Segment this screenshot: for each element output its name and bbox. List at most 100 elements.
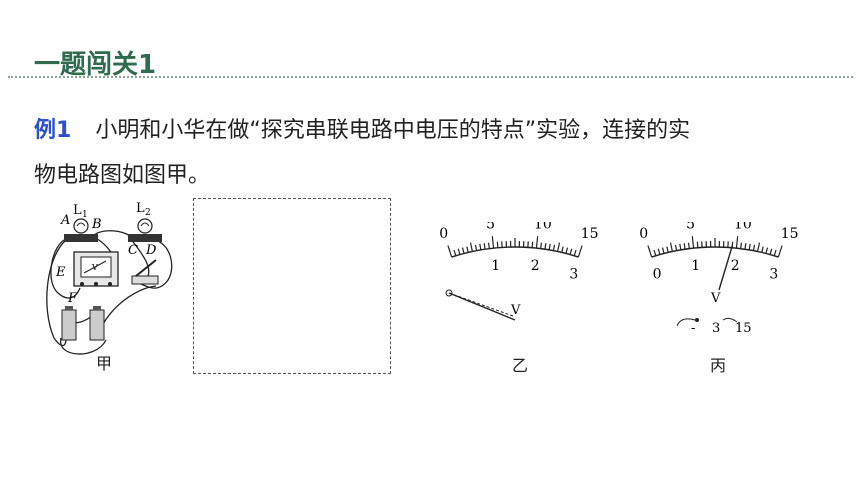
dial-tick xyxy=(457,248,461,255)
label-L1-sub: 1 xyxy=(82,210,88,220)
section-title: 一题闯关1 xyxy=(34,50,157,80)
dial-small-label: 2 xyxy=(531,258,540,274)
dial-tick xyxy=(479,243,482,250)
dial-big-label: 15 xyxy=(581,226,599,242)
dial-tick xyxy=(535,236,539,249)
dial-tick xyxy=(569,248,573,255)
dial-tick xyxy=(757,242,761,252)
dial-big-label: 0 xyxy=(439,226,448,242)
voltmeter-dial-bing: 0 5 10 15 0 1 2 3 V - 3 15 xyxy=(639,222,798,336)
bulb-L1 xyxy=(64,218,98,242)
dial-tick xyxy=(666,246,669,253)
dial-ticks xyxy=(447,236,583,258)
dial-tick xyxy=(769,248,773,255)
dial-tick xyxy=(773,249,777,256)
dial-tick xyxy=(453,249,457,256)
dial-tick xyxy=(657,248,661,255)
needle-pivot xyxy=(445,289,453,297)
dial-small-label: 1 xyxy=(691,258,700,274)
needle-line xyxy=(448,292,516,321)
dial-tick xyxy=(565,247,569,254)
dial-tick xyxy=(752,244,756,251)
dial-needle xyxy=(718,245,733,291)
dial-labels: 0 5 10 15 0 1 2 3 xyxy=(639,222,798,282)
dial-tick xyxy=(447,245,453,258)
dial-tick xyxy=(661,247,665,254)
label-F: F xyxy=(67,291,78,306)
dial-tick xyxy=(483,243,486,250)
label-L1: L xyxy=(73,203,82,218)
battery-pack xyxy=(61,306,105,341)
dial-big-label: 5 xyxy=(686,222,695,232)
dial-big-label: 10 xyxy=(534,222,552,232)
dial-unit: V xyxy=(710,291,721,306)
dial-tick xyxy=(679,243,682,250)
dial-big-label: 15 xyxy=(781,226,799,242)
dial-tick xyxy=(469,242,473,252)
dial-small-label: 1 xyxy=(491,258,500,274)
blank-diagram-box xyxy=(193,198,391,374)
label-D: D xyxy=(145,243,157,258)
dial-tick xyxy=(487,242,490,249)
dial-tick xyxy=(466,246,469,253)
dial-tick xyxy=(573,249,577,256)
dial-tick xyxy=(683,243,686,250)
dial-tick xyxy=(544,243,547,250)
dial-ticks xyxy=(647,236,783,258)
terminal-minus: - xyxy=(691,321,695,336)
dial-tick xyxy=(696,241,699,248)
voltmeter-device xyxy=(73,251,119,287)
dial-small-label: 3 xyxy=(769,266,778,282)
dial-needle xyxy=(448,292,516,321)
dial-big-label: 0 xyxy=(639,226,648,242)
circuit-figure: A B L 1 L 2 C D E F V xyxy=(46,201,173,355)
terminal-15: 15 xyxy=(735,321,752,336)
example-text-line1: 小明和小华在做“探究串联电路中电压的特点”实验，连接的实 xyxy=(95,118,691,143)
terminal-3: 3 xyxy=(712,321,720,336)
dial-tick xyxy=(777,245,783,258)
label-V-meter: V xyxy=(91,263,98,272)
label-C: C xyxy=(128,243,138,258)
label-L2-sub: 2 xyxy=(145,208,151,218)
dial-tick xyxy=(461,247,465,254)
title-divider xyxy=(8,76,853,78)
dial-tick xyxy=(577,245,583,258)
dial-tick xyxy=(561,246,564,253)
label-E: E xyxy=(55,265,66,280)
label-L2: L xyxy=(136,201,145,216)
example-text-line2: 物电路图如图甲。 xyxy=(34,163,211,188)
dial-tick xyxy=(540,242,543,249)
caption-yi: 乙 xyxy=(512,356,529,375)
terminal-group: - 3 15 xyxy=(676,317,752,336)
dial-tick xyxy=(691,236,695,249)
dial-big-label: 10 xyxy=(734,222,752,232)
example-label: 例1 xyxy=(34,118,72,143)
dial-tick xyxy=(548,243,551,250)
dial-tick xyxy=(552,244,556,251)
dial-big-label: 5 xyxy=(486,222,495,232)
dial-small-label: 0 xyxy=(653,266,662,282)
dial-tick xyxy=(557,242,561,252)
switch xyxy=(131,259,159,285)
dial-tick xyxy=(765,247,769,254)
dial-arc xyxy=(451,246,579,258)
dial-small-label: 2 xyxy=(731,258,740,274)
dial-tick xyxy=(687,242,690,249)
dial-tick xyxy=(674,244,678,251)
voltmeter-dial-yi: 0 5 10 15 1 2 3 V xyxy=(439,222,599,321)
label-A: A xyxy=(60,213,70,228)
dial-tick xyxy=(647,245,653,258)
label-B: B xyxy=(91,217,102,232)
dial-small-label: 3 xyxy=(569,266,578,282)
dial-unit: V xyxy=(510,303,521,318)
needle-line xyxy=(718,245,733,291)
dial-tick xyxy=(761,246,764,253)
dial-tick xyxy=(744,243,747,250)
dial-tick xyxy=(748,243,751,250)
bulb-L2 xyxy=(128,218,162,242)
dial-tick xyxy=(491,236,495,249)
example-paragraph: 例1 小明和小华在做“探究串联电路中电压的特点”实验，连接的实 物电路图如图甲。 xyxy=(34,108,834,198)
dial-tick xyxy=(496,241,499,248)
dial-tick xyxy=(740,242,743,249)
caption-bing: 丙 xyxy=(710,356,727,375)
